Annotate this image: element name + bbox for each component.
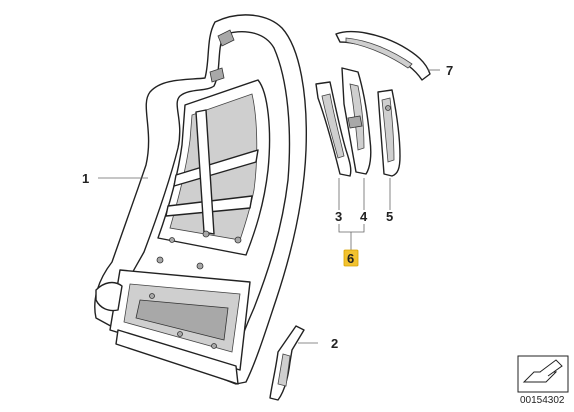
callout-3: 3: [335, 209, 342, 224]
side-panel-b: [341, 67, 372, 175]
callout-2: 2: [331, 336, 338, 351]
callout-6: 6: [343, 249, 359, 267]
diagram-id-badge: 00154302: [517, 355, 569, 406]
callout-label-4: 4: [360, 209, 368, 224]
side-panel-a: [315, 81, 352, 177]
callout-label-7: 7: [446, 63, 453, 78]
side-cover: [377, 89, 401, 177]
callout-label-5: 5: [386, 209, 393, 224]
callout-6-highlight: [343, 249, 359, 267]
callout-5: 5: [386, 209, 393, 224]
callout-label-3: 3: [335, 209, 342, 224]
callout-1: 1: [82, 171, 89, 186]
callout-4: 4: [360, 209, 368, 224]
diagram-number: 00154302: [520, 395, 565, 406]
callout-label-6: 6: [347, 251, 354, 266]
callout-7: 7: [446, 63, 453, 78]
leader-lines: [98, 69, 440, 344]
callout-label-1: 1: [82, 171, 89, 186]
arrow-icon-tip: [539, 359, 563, 377]
callout-label-2: 2: [331, 336, 338, 351]
top-cover-trim: [335, 31, 431, 81]
seat-back-frame: [94, 14, 307, 385]
small-bracket: [269, 325, 305, 401]
